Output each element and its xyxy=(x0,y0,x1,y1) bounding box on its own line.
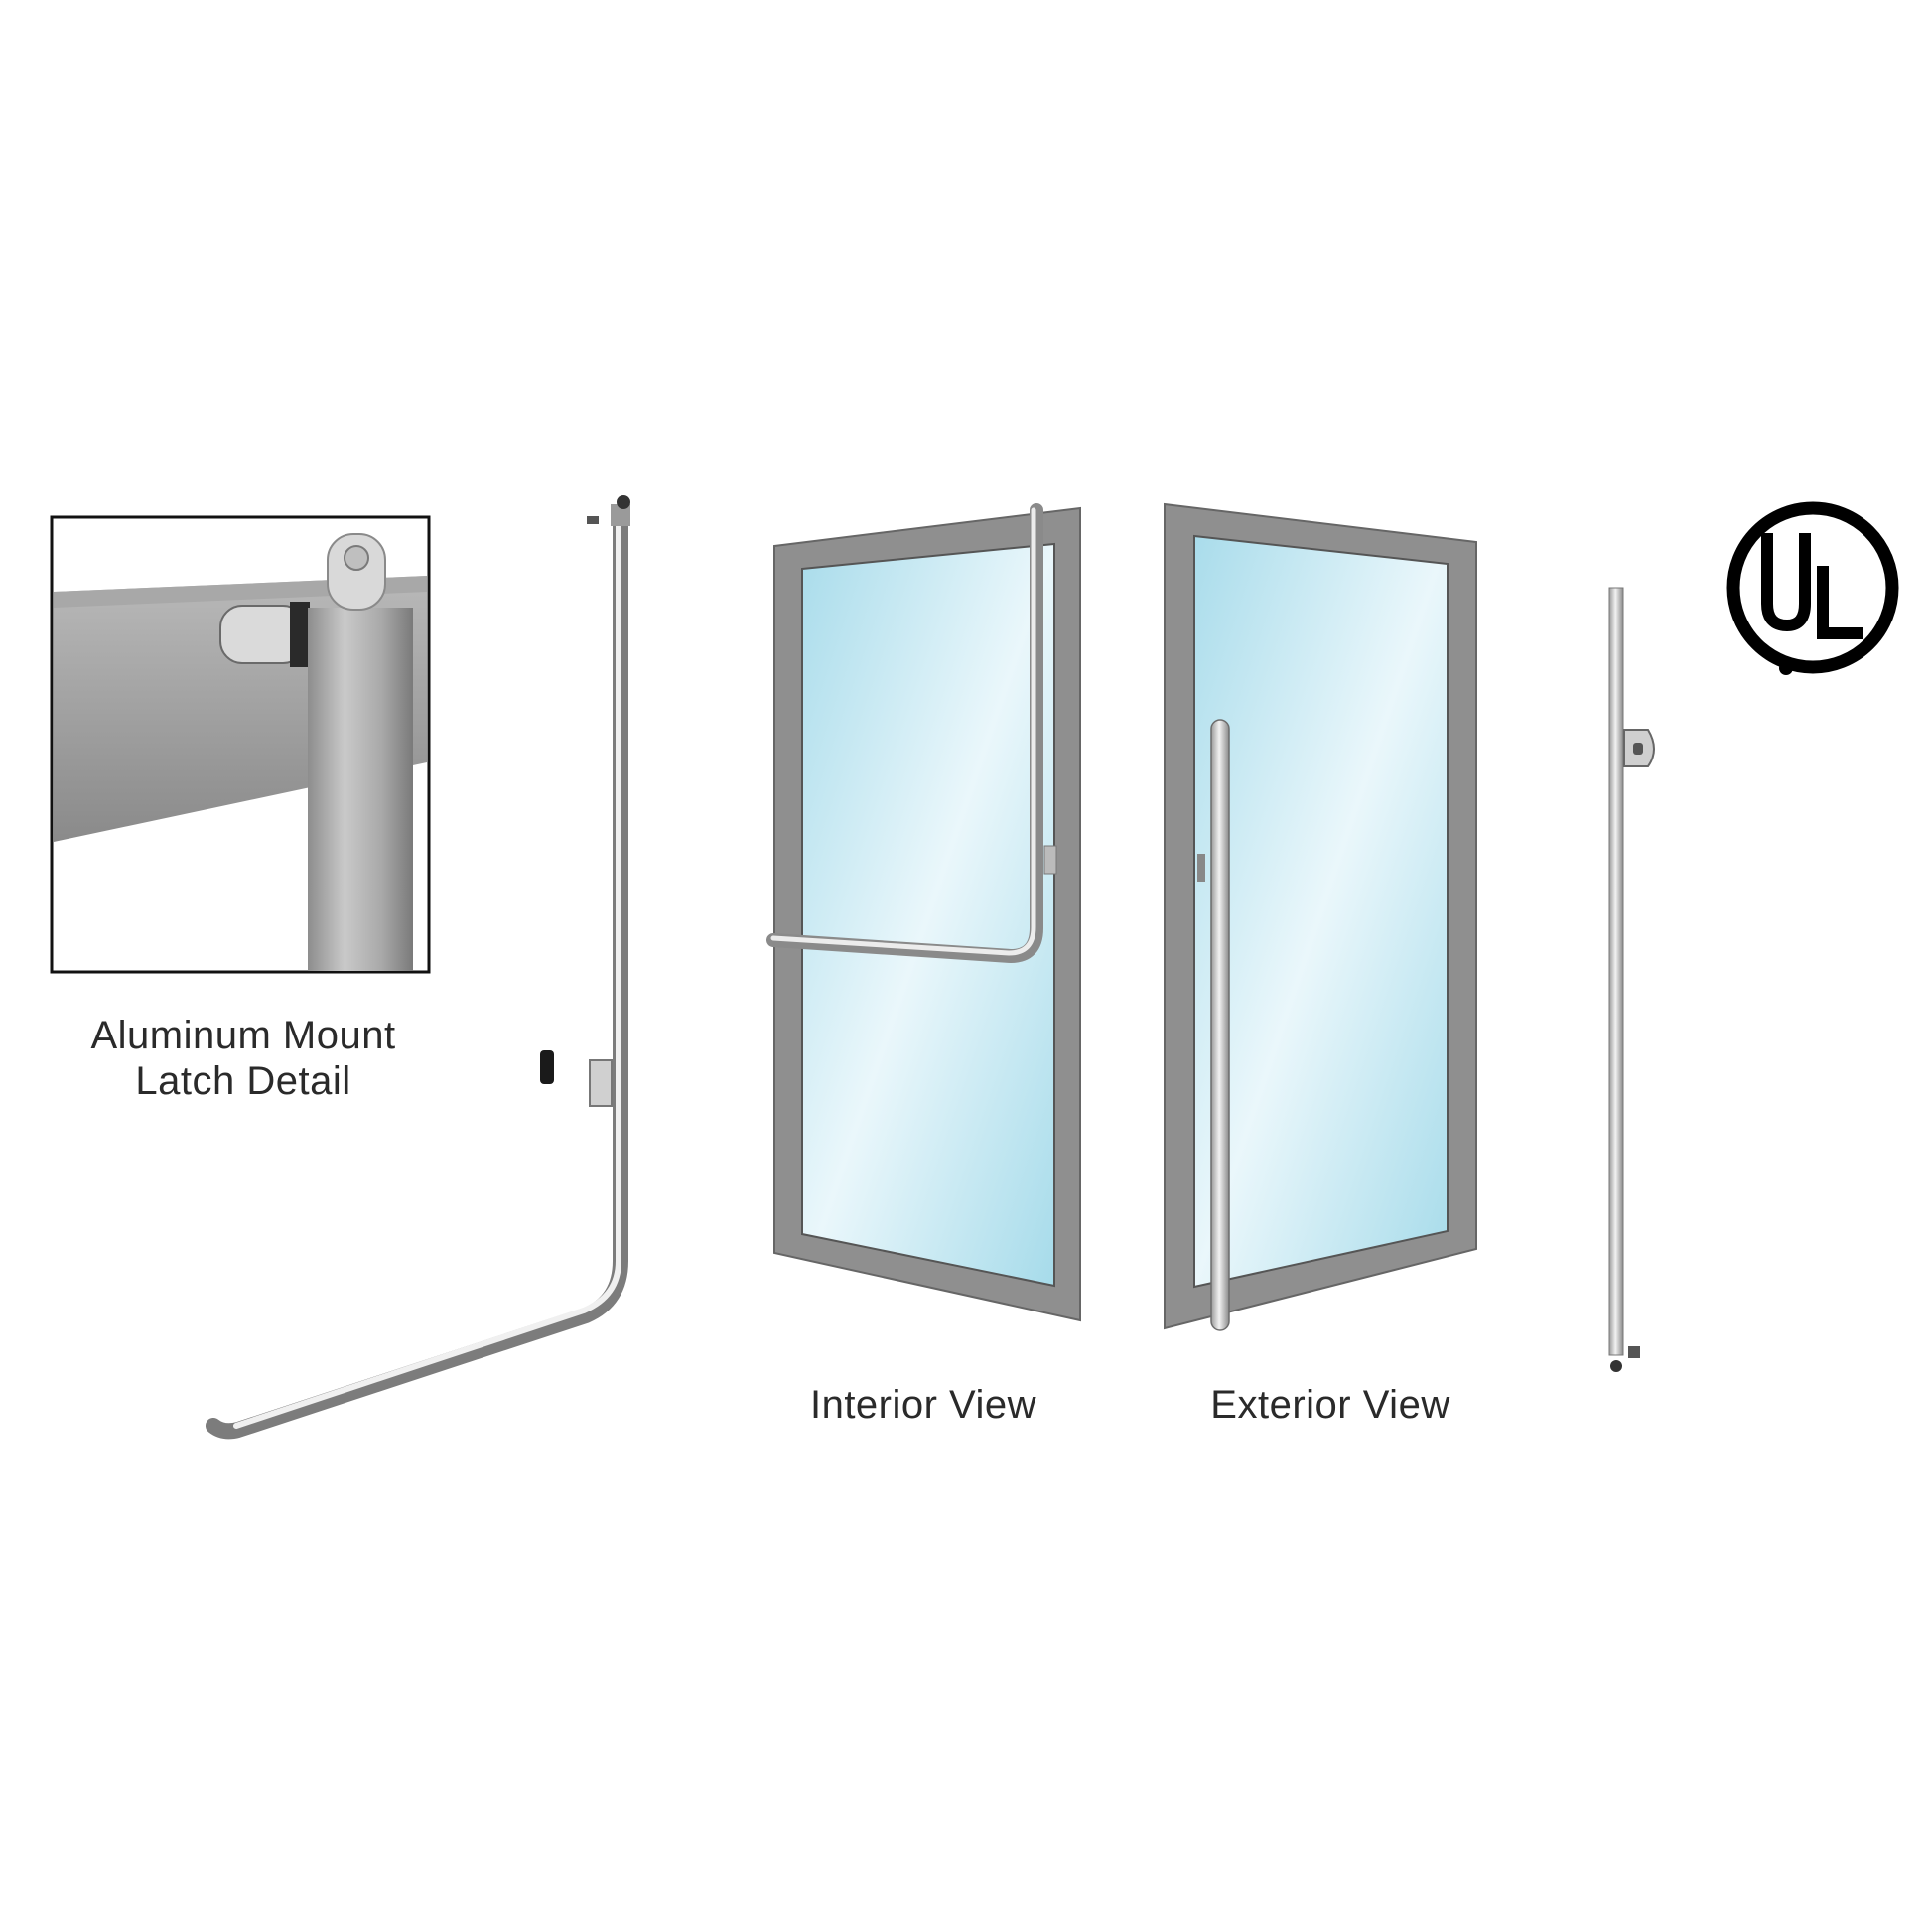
latch-detail-caption: Aluminum Mount Latch Detail xyxy=(40,1013,447,1104)
exterior-pull-handle-icon xyxy=(1197,719,1230,1331)
interior-door xyxy=(766,503,1081,1322)
vertical-rod-side-view xyxy=(1608,587,1655,1372)
exterior-view-caption: Exterior View xyxy=(1210,1383,1450,1427)
latch-detail-inset xyxy=(50,515,431,974)
latch-detail-caption-line2: Latch Detail xyxy=(135,1059,351,1103)
latch-detail-caption-line1: Aluminum Mount xyxy=(90,1014,396,1057)
exterior-door xyxy=(1164,502,1477,1331)
interior-view-caption: Interior View xyxy=(809,1383,1037,1427)
panic-bar-side-view xyxy=(206,495,630,1440)
interior-push-bar-icon xyxy=(766,503,1057,964)
latch-bolt-icon xyxy=(219,602,310,667)
ul-logo-icon xyxy=(1726,501,1899,675)
latch-post-icon xyxy=(308,533,413,971)
